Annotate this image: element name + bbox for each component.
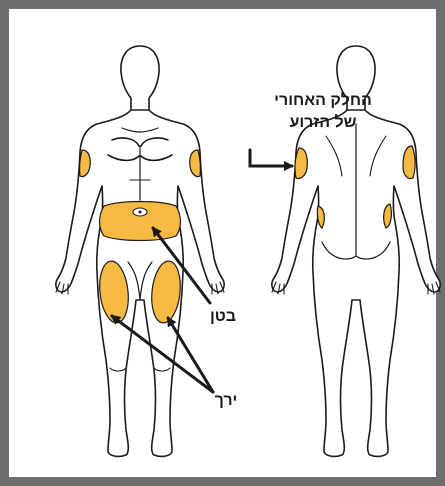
label-back-of-arm-line1: החלק האחורי bbox=[268, 90, 378, 112]
label-back-of-arm-line2: של הזרוע bbox=[268, 112, 378, 134]
label-back-of-arm: החלק האחורי של הזרוע bbox=[268, 90, 378, 134]
back-left-arm-site bbox=[295, 148, 307, 179]
label-thigh: ירך bbox=[200, 392, 252, 410]
front-body-figure bbox=[56, 46, 224, 456]
label-abdomen: בטן bbox=[193, 308, 253, 326]
back-right-arm-site bbox=[403, 146, 415, 179]
arrow-back-of-arm bbox=[250, 150, 292, 166]
abdomen-site bbox=[100, 202, 181, 241]
